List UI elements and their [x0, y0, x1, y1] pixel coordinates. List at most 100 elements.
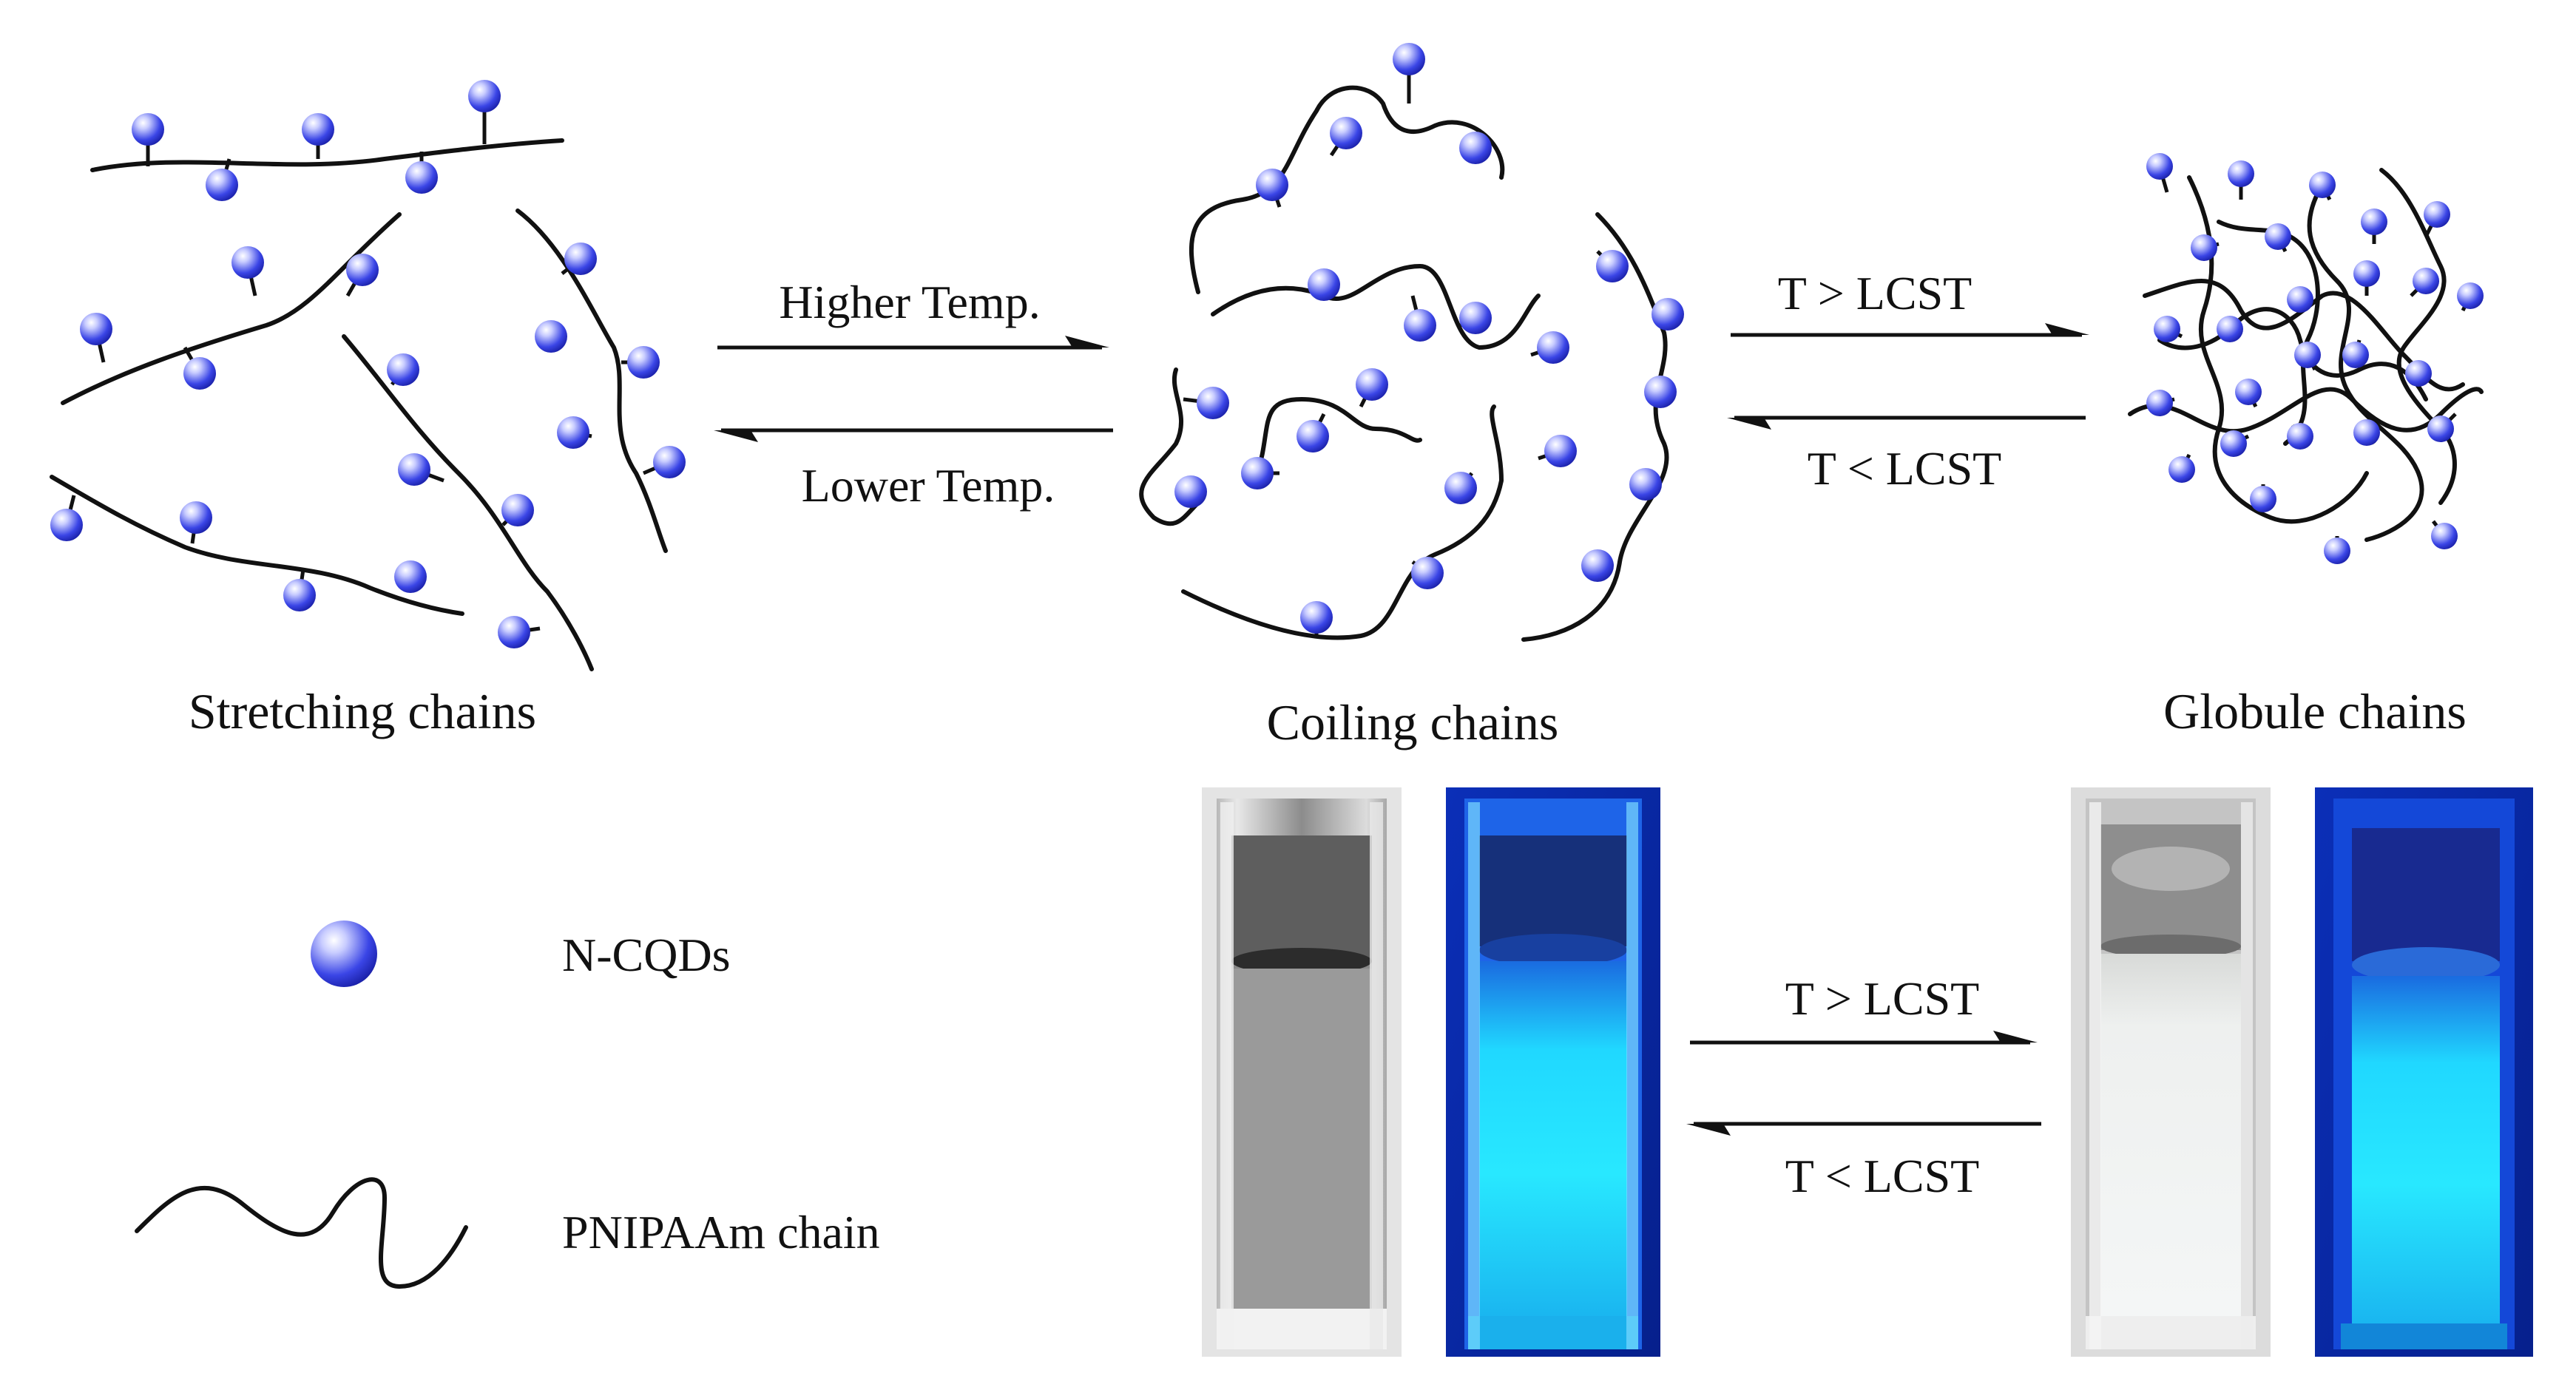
n-cqd-dot — [2361, 209, 2387, 235]
n-cqd-dot — [231, 246, 264, 279]
polymer-chain — [1181, 404, 1504, 640]
globule-dots — [2146, 153, 2484, 564]
n-cqd-dot — [2342, 342, 2369, 368]
n-cqd-dot — [80, 313, 112, 345]
n-cqd-dot — [2217, 316, 2243, 342]
n-cqd-dot — [398, 453, 430, 486]
n-cqd-dot — [1174, 475, 1207, 508]
higher-temp-arrow — [717, 336, 1109, 350]
n-cqd-dot — [2154, 316, 2180, 342]
n-cqd-dot — [50, 509, 83, 541]
n-cqd-dot — [1241, 457, 1274, 489]
n-cqd-dot — [2324, 538, 2350, 564]
polymer-chain — [1521, 212, 1669, 642]
n-cqd-dot — [2191, 234, 2217, 261]
n-cqd-dot — [1537, 331, 1569, 364]
n-cqd-dot — [535, 320, 567, 353]
polymer-chain — [2217, 220, 2320, 446]
n-cqd-dot — [1300, 601, 1333, 634]
legend: N-CQDs PNIPAAm chain — [135, 921, 880, 1289]
stretching-chains-label: Stretching chains — [189, 683, 536, 739]
n-cqd-dot — [501, 494, 534, 526]
n-cqd-dot — [1411, 557, 1444, 589]
n-cqd-dot — [2146, 390, 2173, 416]
n-cqd-dot — [132, 113, 164, 146]
n-cqd-dot — [2220, 430, 2247, 457]
n-cqd-dot — [1644, 376, 1677, 408]
n-cqd-dot — [1544, 435, 1577, 467]
t-above-lcst-arrow-bottom — [1690, 1031, 2038, 1045]
polymer-chain — [2157, 307, 2428, 401]
globule-chains-label: Globule chains — [2163, 683, 2467, 739]
n-cqd-dot — [2427, 416, 2454, 442]
n-cqd-dot — [2309, 172, 2336, 198]
n-cqd-dot — [1197, 387, 1229, 419]
polymer-chain — [1139, 367, 1200, 526]
polymer-chain — [2128, 387, 2484, 434]
n-cqd-dot — [564, 243, 597, 275]
polymer-chain — [1255, 397, 1422, 475]
t-below-lcst-label-bottom: T < LCST — [1785, 1150, 1980, 1202]
coiling-dots — [1174, 43, 1684, 636]
n-cqd-dot — [2424, 201, 2450, 228]
polymer-chain — [2307, 183, 2424, 542]
n-cqd-dot — [1256, 169, 1288, 201]
t-below-lcst-arrow-bottom — [1686, 1122, 2041, 1136]
n-cqd-dot — [346, 254, 379, 286]
n-cqd-dot — [1404, 309, 1436, 342]
n-cqd-dot — [2250, 486, 2276, 512]
n-cqd-dot — [498, 616, 530, 648]
globule-chains-group — [2128, 168, 2484, 542]
n-cqd-dot — [2405, 360, 2432, 387]
n-cqd-dot — [1652, 298, 1684, 330]
n-cqd-dot — [2168, 456, 2195, 483]
polymer-chain — [1189, 85, 1505, 294]
n-cqd-dot — [387, 353, 419, 386]
blue-fluorescent-cuvette-photo — [1446, 787, 1660, 1357]
n-cqd-dot — [2353, 419, 2380, 446]
n-cqd-dot — [1297, 420, 1329, 452]
polymer-chain — [2379, 168, 2457, 505]
n-cqd-dot — [302, 113, 334, 146]
polymer-chain — [2187, 175, 2369, 524]
n-cqd-dot — [1596, 250, 1629, 282]
milky-cuvette-photo — [2071, 787, 2271, 1357]
blue-fluorescent-cuvette-photo — [2315, 787, 2533, 1357]
stretching-dots — [50, 80, 686, 648]
legend-chain-label: PNIPAAm chain — [562, 1206, 880, 1258]
n-cqd-dot — [1459, 132, 1492, 164]
coiling-chains-label: Coiling chains — [1267, 694, 1559, 750]
n-cqd-dot — [2287, 286, 2313, 313]
n-cqd-dot — [2228, 160, 2254, 187]
n-cqd-dot — [2287, 423, 2313, 450]
n-cqd-dot — [183, 357, 216, 390]
pnipaam-chain-icon — [135, 1177, 468, 1289]
n-cqd-dot — [2294, 342, 2321, 368]
polymer-chain — [342, 334, 594, 671]
t-above-lcst-arrow-top — [1731, 323, 2089, 337]
n-cqd-dot — [2457, 282, 2484, 309]
t-below-lcst-label-top: T < LCST — [1808, 442, 2002, 495]
clear-cuvette-photo — [1202, 787, 1402, 1357]
polymer-chain — [61, 212, 402, 405]
n-cqd-dot — [2265, 223, 2291, 250]
polymer-chain — [1211, 264, 1541, 350]
n-cqd-dot — [1629, 468, 1662, 501]
n-cqd-dot — [2235, 379, 2262, 405]
n-cqd-dot — [1393, 43, 1425, 75]
n-cqd-dot — [2353, 260, 2380, 287]
n-cqd-dot-icon — [311, 921, 377, 987]
n-cqd-dot — [206, 169, 238, 201]
n-cqd-dot — [2431, 523, 2458, 549]
n-cqd-dot — [180, 501, 212, 534]
n-cqd-dot — [394, 560, 427, 593]
polymer-chain — [50, 475, 464, 616]
n-cqd-dot — [627, 346, 660, 379]
t-above-lcst-label-bottom: T > LCST — [1785, 972, 1980, 1025]
n-cqd-dot — [1308, 268, 1340, 301]
t-below-lcst-arrow-top — [1727, 416, 2086, 430]
n-cqd-dot — [468, 80, 501, 112]
n-cqd-dot — [1459, 302, 1492, 334]
n-cqd-dot — [283, 579, 316, 611]
n-cqd-dot — [2146, 153, 2173, 180]
